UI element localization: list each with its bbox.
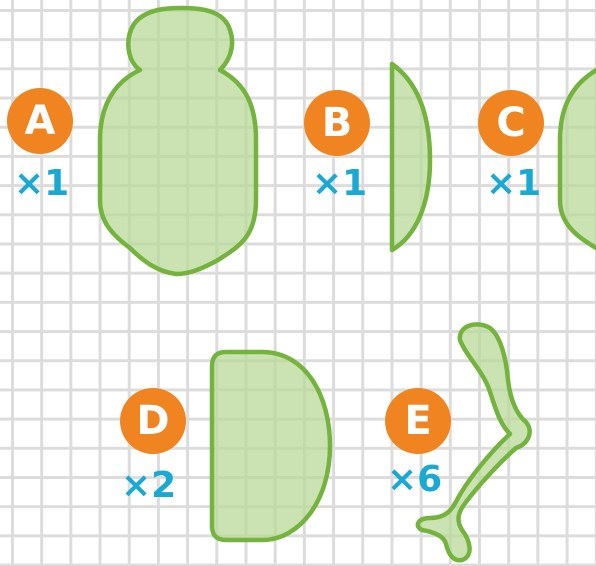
piece-a-letter: A [25,101,56,141]
piece-d-badge: D [120,388,186,454]
piece-b-letter: B [322,103,353,143]
piece-c-quantity: ×1 [486,166,541,202]
piece-c-badge: C [478,90,544,156]
piece-b-badge: B [304,90,370,156]
piece-b-quantity: ×1 [312,166,367,202]
piece-e-quantity: ×6 [387,462,442,498]
piece-d-shape [212,352,330,540]
piece-c-letter: C [496,103,525,143]
piece-e-letter: E [404,401,431,441]
piece-e-badge: E [385,388,451,454]
piece-d-letter: D [136,401,169,441]
piece-a-shape [100,8,256,274]
piece-d-quantity: ×2 [121,468,176,504]
piece-a-badge: A [7,88,73,154]
piece-b-shape [392,64,430,250]
piece-a-quantity: ×1 [14,166,69,202]
piece-c-shape [560,68,596,250]
